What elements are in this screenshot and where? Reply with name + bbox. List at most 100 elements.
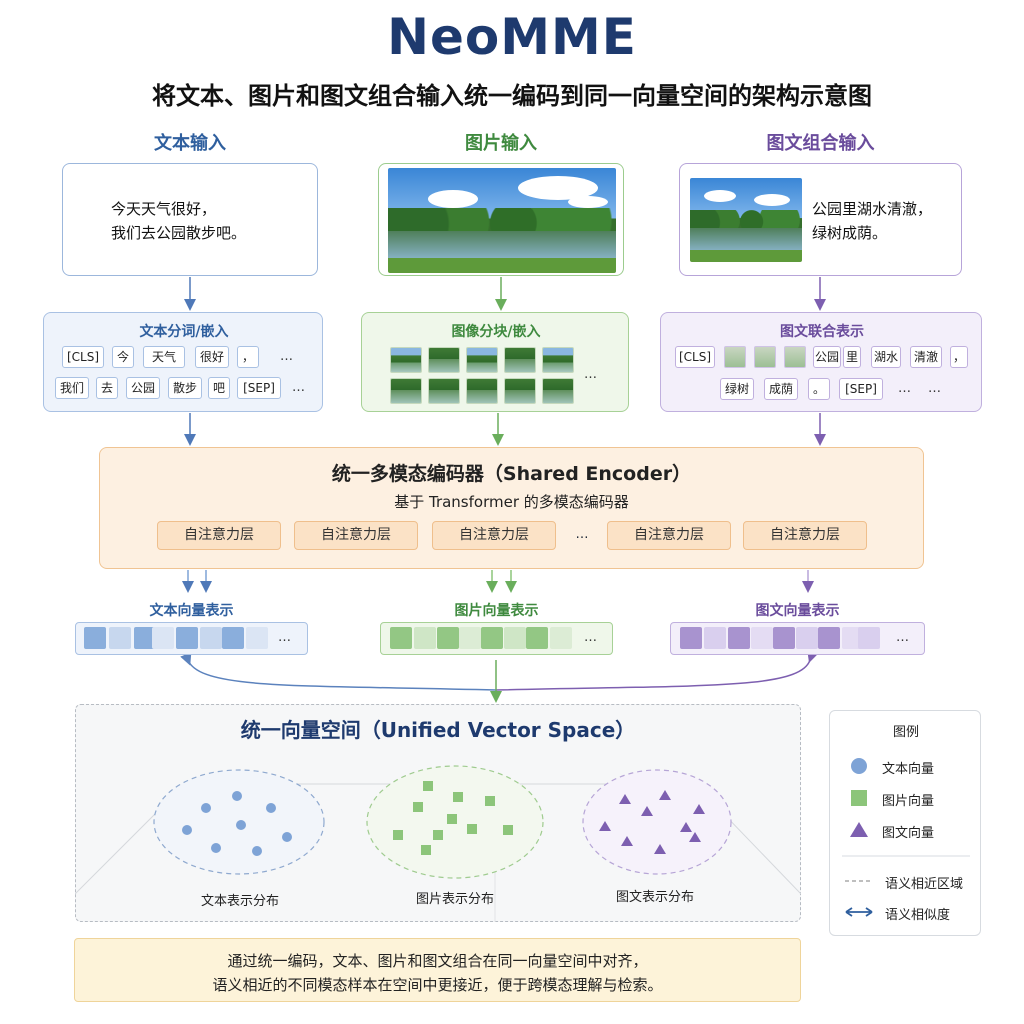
combo-input-title: 图文组合输入 xyxy=(766,133,875,154)
vector-cell xyxy=(390,627,412,649)
vector-cell xyxy=(704,627,726,649)
image-patch xyxy=(390,347,422,373)
text-vector-points xyxy=(182,791,292,856)
text-token: 去 xyxy=(96,377,118,399)
text-embed-title: 文本分词/嵌入 xyxy=(139,324,229,340)
vector-cell xyxy=(550,627,572,649)
legend: 图例 文本向量 图片向量 图文向量 语义相近区域 语义相似度 xyxy=(829,710,981,936)
text-token: 很好 xyxy=(195,346,229,368)
image-patch xyxy=(504,347,536,373)
vector-cell xyxy=(459,627,481,649)
vector-cell xyxy=(680,627,702,649)
combo-token: 湖水 xyxy=(871,346,901,368)
combo-vector-title: 图文向量表示 xyxy=(755,603,840,619)
double-arrow-icon xyxy=(845,907,873,917)
vector-cell xyxy=(858,627,880,649)
image-patch xyxy=(504,378,536,404)
combo-token-more: … xyxy=(898,381,911,396)
vector-cell xyxy=(176,627,198,649)
combo-lake-image xyxy=(690,178,802,262)
vector-more: … xyxy=(584,630,597,645)
legend-region: 语义相近区域 xyxy=(885,877,964,892)
vector-cell xyxy=(414,627,436,649)
circle-icon xyxy=(851,758,867,774)
image-vector-points xyxy=(393,781,513,855)
combo-input-line-2: 绿树成荫。 xyxy=(812,224,888,242)
text-token: [SEP] xyxy=(237,377,281,399)
text-token: ， xyxy=(237,346,259,368)
image-embed-title: 图像分块/嵌入 xyxy=(451,324,541,340)
vector-cell xyxy=(109,627,131,649)
legend-similarity: 语义相似度 xyxy=(885,908,951,923)
image-input-box xyxy=(378,163,624,276)
vector-cell xyxy=(773,627,795,649)
legend-combo-vector: 图文向量 xyxy=(882,826,935,841)
combo-token: ， xyxy=(950,346,968,368)
legend-title: 图例 xyxy=(892,725,919,740)
vector-cell xyxy=(751,627,773,649)
vector-cell xyxy=(200,627,222,649)
combo-embed-title: 图文联合表示 xyxy=(780,324,864,340)
vector-cell xyxy=(526,627,548,649)
attention-layer: 自注意力层 xyxy=(743,521,867,550)
vector-cell xyxy=(728,627,750,649)
page-title: NeoMME xyxy=(387,8,637,66)
image-patch xyxy=(428,378,460,404)
image-patch xyxy=(466,378,498,404)
combo-token: 成荫 xyxy=(764,378,798,400)
text-token-more: … xyxy=(292,380,305,395)
text-token: 公园 xyxy=(126,377,160,399)
attention-layer: 自注意力层 xyxy=(294,521,418,550)
image-patch xyxy=(466,347,498,373)
vector-cell xyxy=(796,627,818,649)
text-token: 今 xyxy=(112,346,134,368)
text-token: [CLS] xyxy=(62,346,104,368)
text-token: 天气 xyxy=(143,346,185,368)
text-token: 我们 xyxy=(55,377,89,399)
combo-input-box: 公园里湖水清澈， 绿树成荫。 xyxy=(679,163,962,276)
combo-token: 公园 xyxy=(813,346,841,368)
combo-vector-points xyxy=(599,790,705,854)
combo-image-patch xyxy=(784,346,806,368)
text-input-line-1: 今天天气很好， xyxy=(111,200,217,218)
combo-token: 清澈 xyxy=(910,346,942,368)
text-input-line-2: 我们去公园散步吧。 xyxy=(111,224,247,242)
square-icon xyxy=(851,790,867,806)
text-vector-title: 文本向量表示 xyxy=(149,603,234,619)
image-vector-title: 图片向量表示 xyxy=(454,603,539,619)
legend-image-vector: 图片向量 xyxy=(882,794,935,809)
vector-cell xyxy=(246,627,268,649)
text-input-box: 今天天气很好， 我们去公园散步吧。 xyxy=(62,163,318,276)
combo-distribution-region xyxy=(582,769,732,875)
combo-distribution-label: 图文表示分布 xyxy=(615,890,694,905)
vector-cell xyxy=(504,627,526,649)
combo-token: 。 xyxy=(808,378,830,400)
image-input-title: 图片输入 xyxy=(465,133,537,154)
attention-layer: 自注意力层 xyxy=(607,521,731,550)
legend-text-vector: 文本向量 xyxy=(882,762,935,777)
image-patch xyxy=(542,347,574,373)
vector-cell xyxy=(222,627,244,649)
combo-token: [SEP] xyxy=(839,378,883,400)
layer-ellipsis: … xyxy=(575,527,589,542)
text-token: 散步 xyxy=(168,377,202,399)
vector-space-plot xyxy=(75,765,801,922)
lake-park-image xyxy=(388,168,616,273)
image-patch xyxy=(390,378,422,404)
summary-note xyxy=(74,938,801,1002)
vector-cell xyxy=(152,627,174,649)
encoder-subtitle: 基于 Transformer 的多模态编码器 xyxy=(394,493,629,511)
summary-line-1: 通过统一编码，文本、图片和图文组合在同一向量空间中对齐， xyxy=(227,952,648,970)
combo-token: 里 xyxy=(843,346,861,368)
image-patch-more: … xyxy=(584,367,597,382)
combo-input-line-1: 公园里湖水清澈， xyxy=(812,200,933,218)
page-subtitle: 将文本、图片和图文组合输入统一编码到同一向量空间的架构示意图 xyxy=(152,82,872,110)
combo-token: [CLS] xyxy=(675,346,715,368)
combo-token-more: … xyxy=(928,381,941,396)
space-title: 统一向量空间（Unified Vector Space） xyxy=(240,718,636,742)
vector-cell xyxy=(134,627,156,649)
text-distribution-label: 文本表示分布 xyxy=(200,894,279,909)
text-token-more: … xyxy=(280,349,293,364)
triangle-icon xyxy=(850,822,868,837)
